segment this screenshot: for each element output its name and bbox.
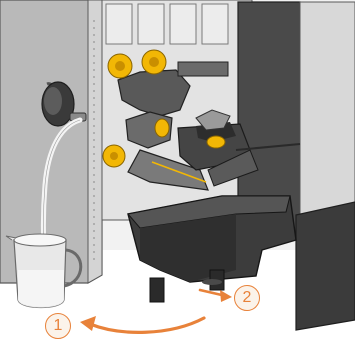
valve-yellow-5 — [207, 136, 225, 148]
step-badge-1: 1 — [45, 313, 71, 339]
valve-yellow-2 — [142, 50, 166, 74]
valve-yellow-4 — [155, 119, 169, 137]
step-badge-2: 2 — [234, 285, 260, 311]
valve-yellow-1 — [108, 54, 132, 78]
valve-yellow-3 — [103, 145, 125, 167]
